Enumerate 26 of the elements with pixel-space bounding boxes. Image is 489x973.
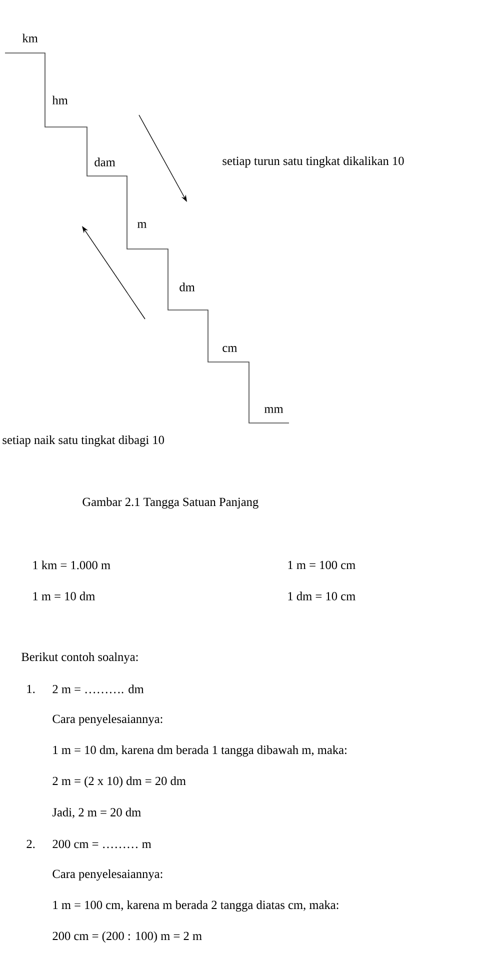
step-text: Cara penyelesaiannya: xyxy=(52,714,162,726)
unit-label: cm xyxy=(222,346,238,352)
equation-text: 1 m = 10 dm xyxy=(33,592,95,600)
unit-label: km xyxy=(22,34,38,42)
equation-text: 1 dm = 10 cm xyxy=(288,592,356,600)
step-text: 200 cm = (200 : 100) m = 2 m xyxy=(52,931,202,943)
unit-label: m xyxy=(137,222,147,228)
step-text: Cara penyelesaiannya: xyxy=(52,869,162,881)
unit-label: dm xyxy=(180,282,195,292)
unit-label: mm xyxy=(264,407,284,413)
note-text: setiap turun satu tingkat dikalikan 10 xyxy=(222,156,404,168)
step-text: 2 m = (2 x 10) dm = 20 dm xyxy=(52,776,186,788)
question-text: 2 m = ………. dm xyxy=(52,684,144,694)
unit-label: hm xyxy=(52,96,68,104)
unit-label: dam xyxy=(94,158,116,166)
intro-text: Berikut contoh soalnya: xyxy=(22,652,138,664)
question-text: 200 cm = ……… m xyxy=(52,840,152,848)
step-text: 1 m = 10 dm, karena dm berada 1 tangga dibawah m, maka: xyxy=(53,745,346,757)
step-text: 1 m = 100 cm, karena m berada 2 tangga diatas cm, maka: xyxy=(53,900,338,912)
equation-text: 1 m = 100 cm xyxy=(288,560,356,570)
list-number: 1. xyxy=(27,684,35,694)
step-text: Jadi, 2 m = 20 dm xyxy=(52,808,141,818)
note-text: setiap naik satu tingkat dibagi 10 xyxy=(2,435,164,447)
list-number: 2. xyxy=(26,840,35,848)
caption: Gambar 2.1 Tangga Satuan Panjang xyxy=(82,497,258,509)
equation-text: 1 km = 1.000 m xyxy=(33,560,110,570)
